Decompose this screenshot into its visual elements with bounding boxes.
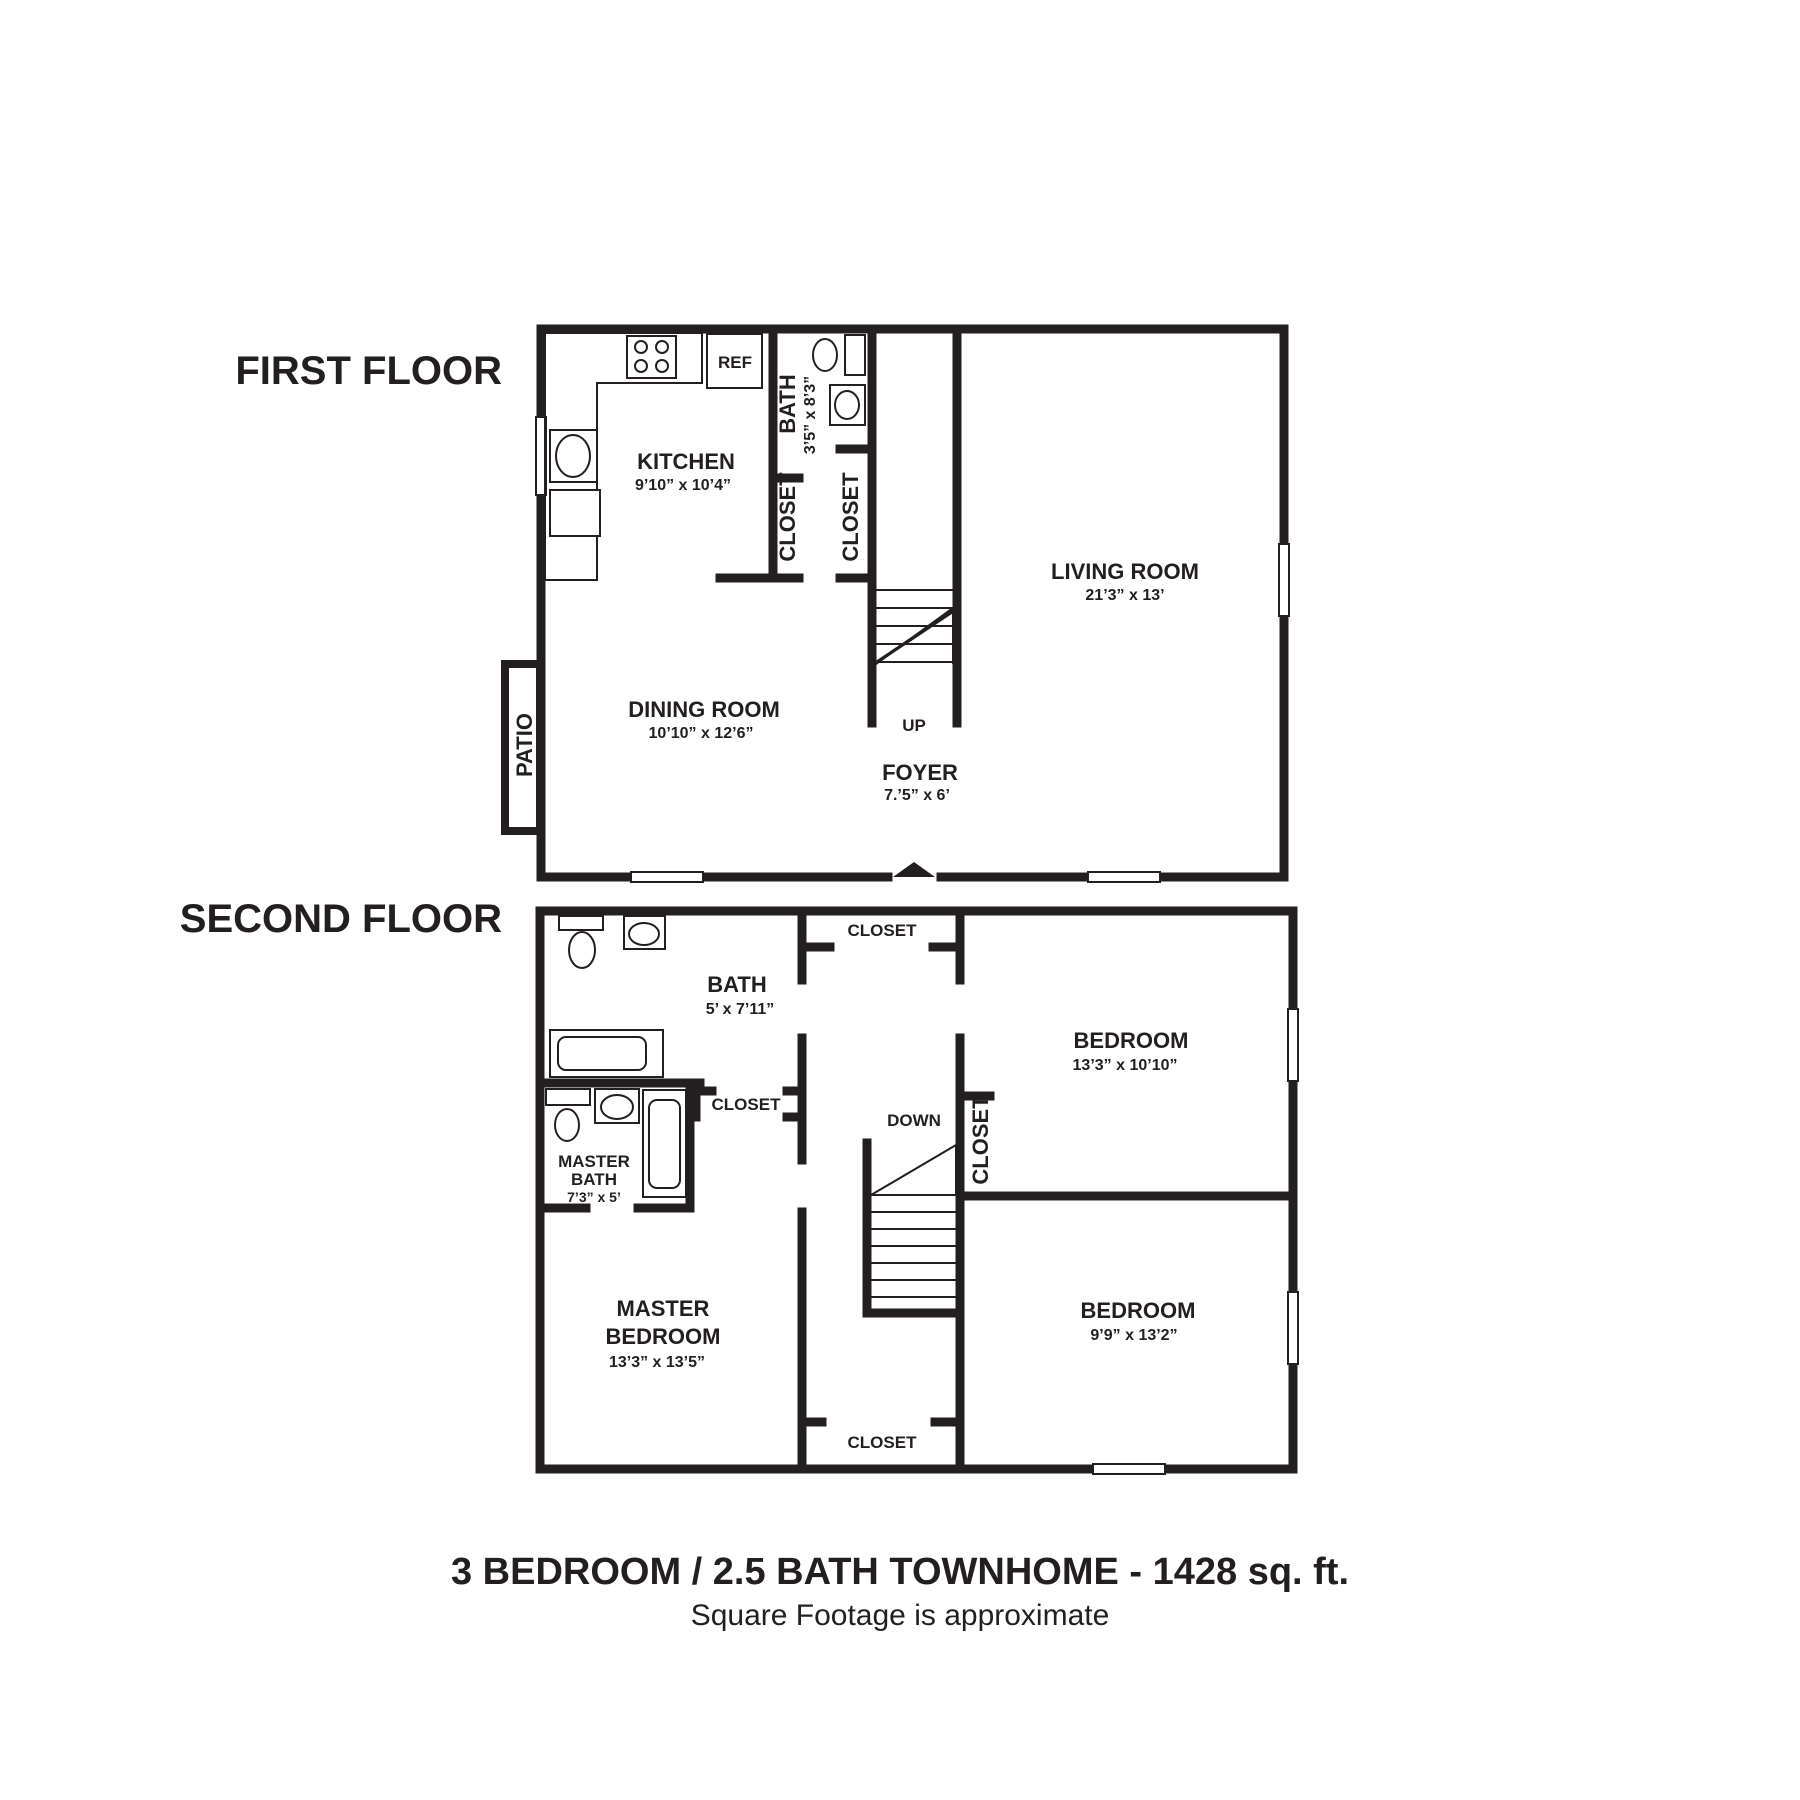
first-floor-label: FIRST FLOOR xyxy=(235,349,502,393)
master-bedroom-name: BEDROOM xyxy=(606,1324,721,1349)
foyer-name: FOYER xyxy=(882,760,958,785)
master-bath-dim: 7’3” x 5’ xyxy=(567,1189,621,1205)
toilet-tank xyxy=(545,1088,591,1106)
bedroom-dim: 13’3” x 10’10” xyxy=(1073,1057,1178,1074)
closet-label: CLOSET xyxy=(848,1433,918,1452)
bath-name: BATH xyxy=(707,972,766,997)
dining-room-name: DINING ROOM xyxy=(628,697,780,722)
master-bedroom-name: MASTER xyxy=(617,1296,710,1321)
bedroom-name: BEDROOM xyxy=(1074,1028,1189,1053)
stairs-up-label: UP xyxy=(902,716,926,735)
stairs xyxy=(875,589,954,665)
window xyxy=(1278,543,1290,617)
half-bath-name: BATH xyxy=(775,374,800,433)
toilet-icon xyxy=(812,338,838,372)
closet-label: CLOSET xyxy=(848,921,918,940)
window xyxy=(630,871,704,883)
toilet-icon xyxy=(568,931,596,969)
closet-label: CLOSET xyxy=(838,472,863,562)
closet-label: CLOSET xyxy=(968,1095,993,1185)
living-room-dim: 21’3” x 13’ xyxy=(1085,587,1164,604)
refrigerator xyxy=(706,333,763,389)
toilet-tank xyxy=(558,915,604,931)
patio xyxy=(501,660,544,835)
master-bedroom-dim: 13’3” x 13’5” xyxy=(609,1354,705,1371)
window xyxy=(1087,871,1161,883)
second-floor-label: SECOND FLOOR xyxy=(180,897,502,941)
kitchen-name: KITCHEN xyxy=(637,449,735,474)
window xyxy=(1287,1291,1299,1365)
bedroom-name: BEDROOM xyxy=(1081,1298,1196,1323)
bath-dim: 5’ x 7’11” xyxy=(706,1001,775,1018)
kitchen-dim: 9’10” x 10’4” xyxy=(635,477,731,494)
toilet-icon xyxy=(554,1108,580,1142)
bedroom-dim: 9’9” x 13’2” xyxy=(1090,1327,1177,1344)
second-floor-plan: DOWN BATH 5’ x 7’11” CLOSET BEDROOM 13’3… xyxy=(535,906,1299,1475)
stairs xyxy=(870,1143,957,1298)
plan-title: 3 BEDROOM / 2.5 BATH TOWNHOME - 1428 sq.… xyxy=(451,1551,1349,1593)
window xyxy=(1287,1008,1299,1082)
kitchen-counter xyxy=(544,332,703,581)
master-bath-name: MASTER xyxy=(558,1152,630,1171)
first-floor-plan: UP REF KITCHEN 9’10” x 10’4” BATH 3’5” x… xyxy=(501,324,1290,883)
stove-icon xyxy=(626,335,677,379)
dining-room-dim: 10’10” x 12’6” xyxy=(649,725,754,742)
master-bath-name: BATH xyxy=(571,1170,617,1189)
half-bath-dim: 3’5” x 8’3” xyxy=(802,376,819,454)
living-room-name: LIVING ROOM xyxy=(1051,559,1199,584)
foyer-dim: 7.’5” x 6’ xyxy=(884,787,950,804)
dishwasher-icon xyxy=(549,489,601,537)
stairs-down-label: DOWN xyxy=(887,1111,941,1130)
closet-label: CLOSET xyxy=(712,1095,782,1114)
closet-label: CLOSET xyxy=(775,472,800,562)
ref-label: REF xyxy=(718,353,752,372)
plan-subtitle: Square Footage is approximate xyxy=(691,1599,1110,1632)
entry-arrow-icon xyxy=(893,862,935,877)
window xyxy=(1092,1463,1166,1475)
patio-name: PATIO xyxy=(512,713,537,777)
